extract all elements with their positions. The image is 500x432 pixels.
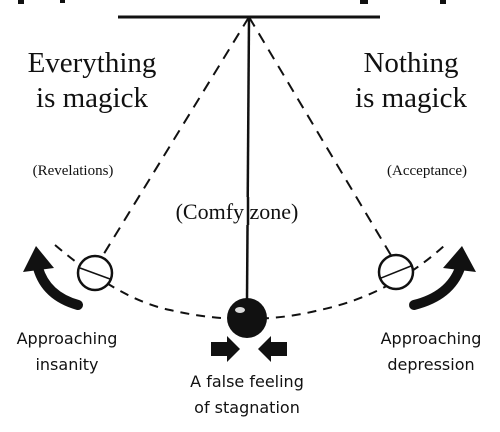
- center-bob: [227, 298, 267, 338]
- left-outcome-line2: insanity: [35, 355, 98, 374]
- compression-arrows: [211, 336, 287, 362]
- right-outcome-line1: Approaching: [381, 329, 482, 348]
- center-outcome-line1: A false feeling: [190, 372, 304, 391]
- right-state-label: (Acceptance): [387, 163, 467, 179]
- center-state-label: (Comfy zone): [176, 199, 299, 224]
- center-label-backdrop: [162, 197, 312, 225]
- left-outcome-line1: Approaching: [17, 329, 118, 348]
- right-statement-line1: Nothing: [363, 47, 458, 79]
- left-swing-string: [96, 16, 250, 266]
- left-swing-arrow: [23, 246, 83, 310]
- center-string: [245, 16, 251, 301]
- left-state-label: (Revelations): [33, 163, 114, 179]
- left-ghost-bob: [76, 254, 114, 292]
- right-statement-line2: is magick: [355, 82, 467, 114]
- left-statement-line2: is magick: [36, 82, 148, 114]
- cropped-title-fragments: [18, 0, 446, 4]
- center-outcome-line2: of stagnation: [194, 398, 300, 417]
- right-outcome-line2: depression: [387, 355, 474, 374]
- left-statement-line1: Everything: [28, 47, 157, 79]
- right-ghost-bob: [377, 253, 415, 291]
- right-swing-arrow: [409, 246, 476, 310]
- right-swing-string: [248, 16, 396, 263]
